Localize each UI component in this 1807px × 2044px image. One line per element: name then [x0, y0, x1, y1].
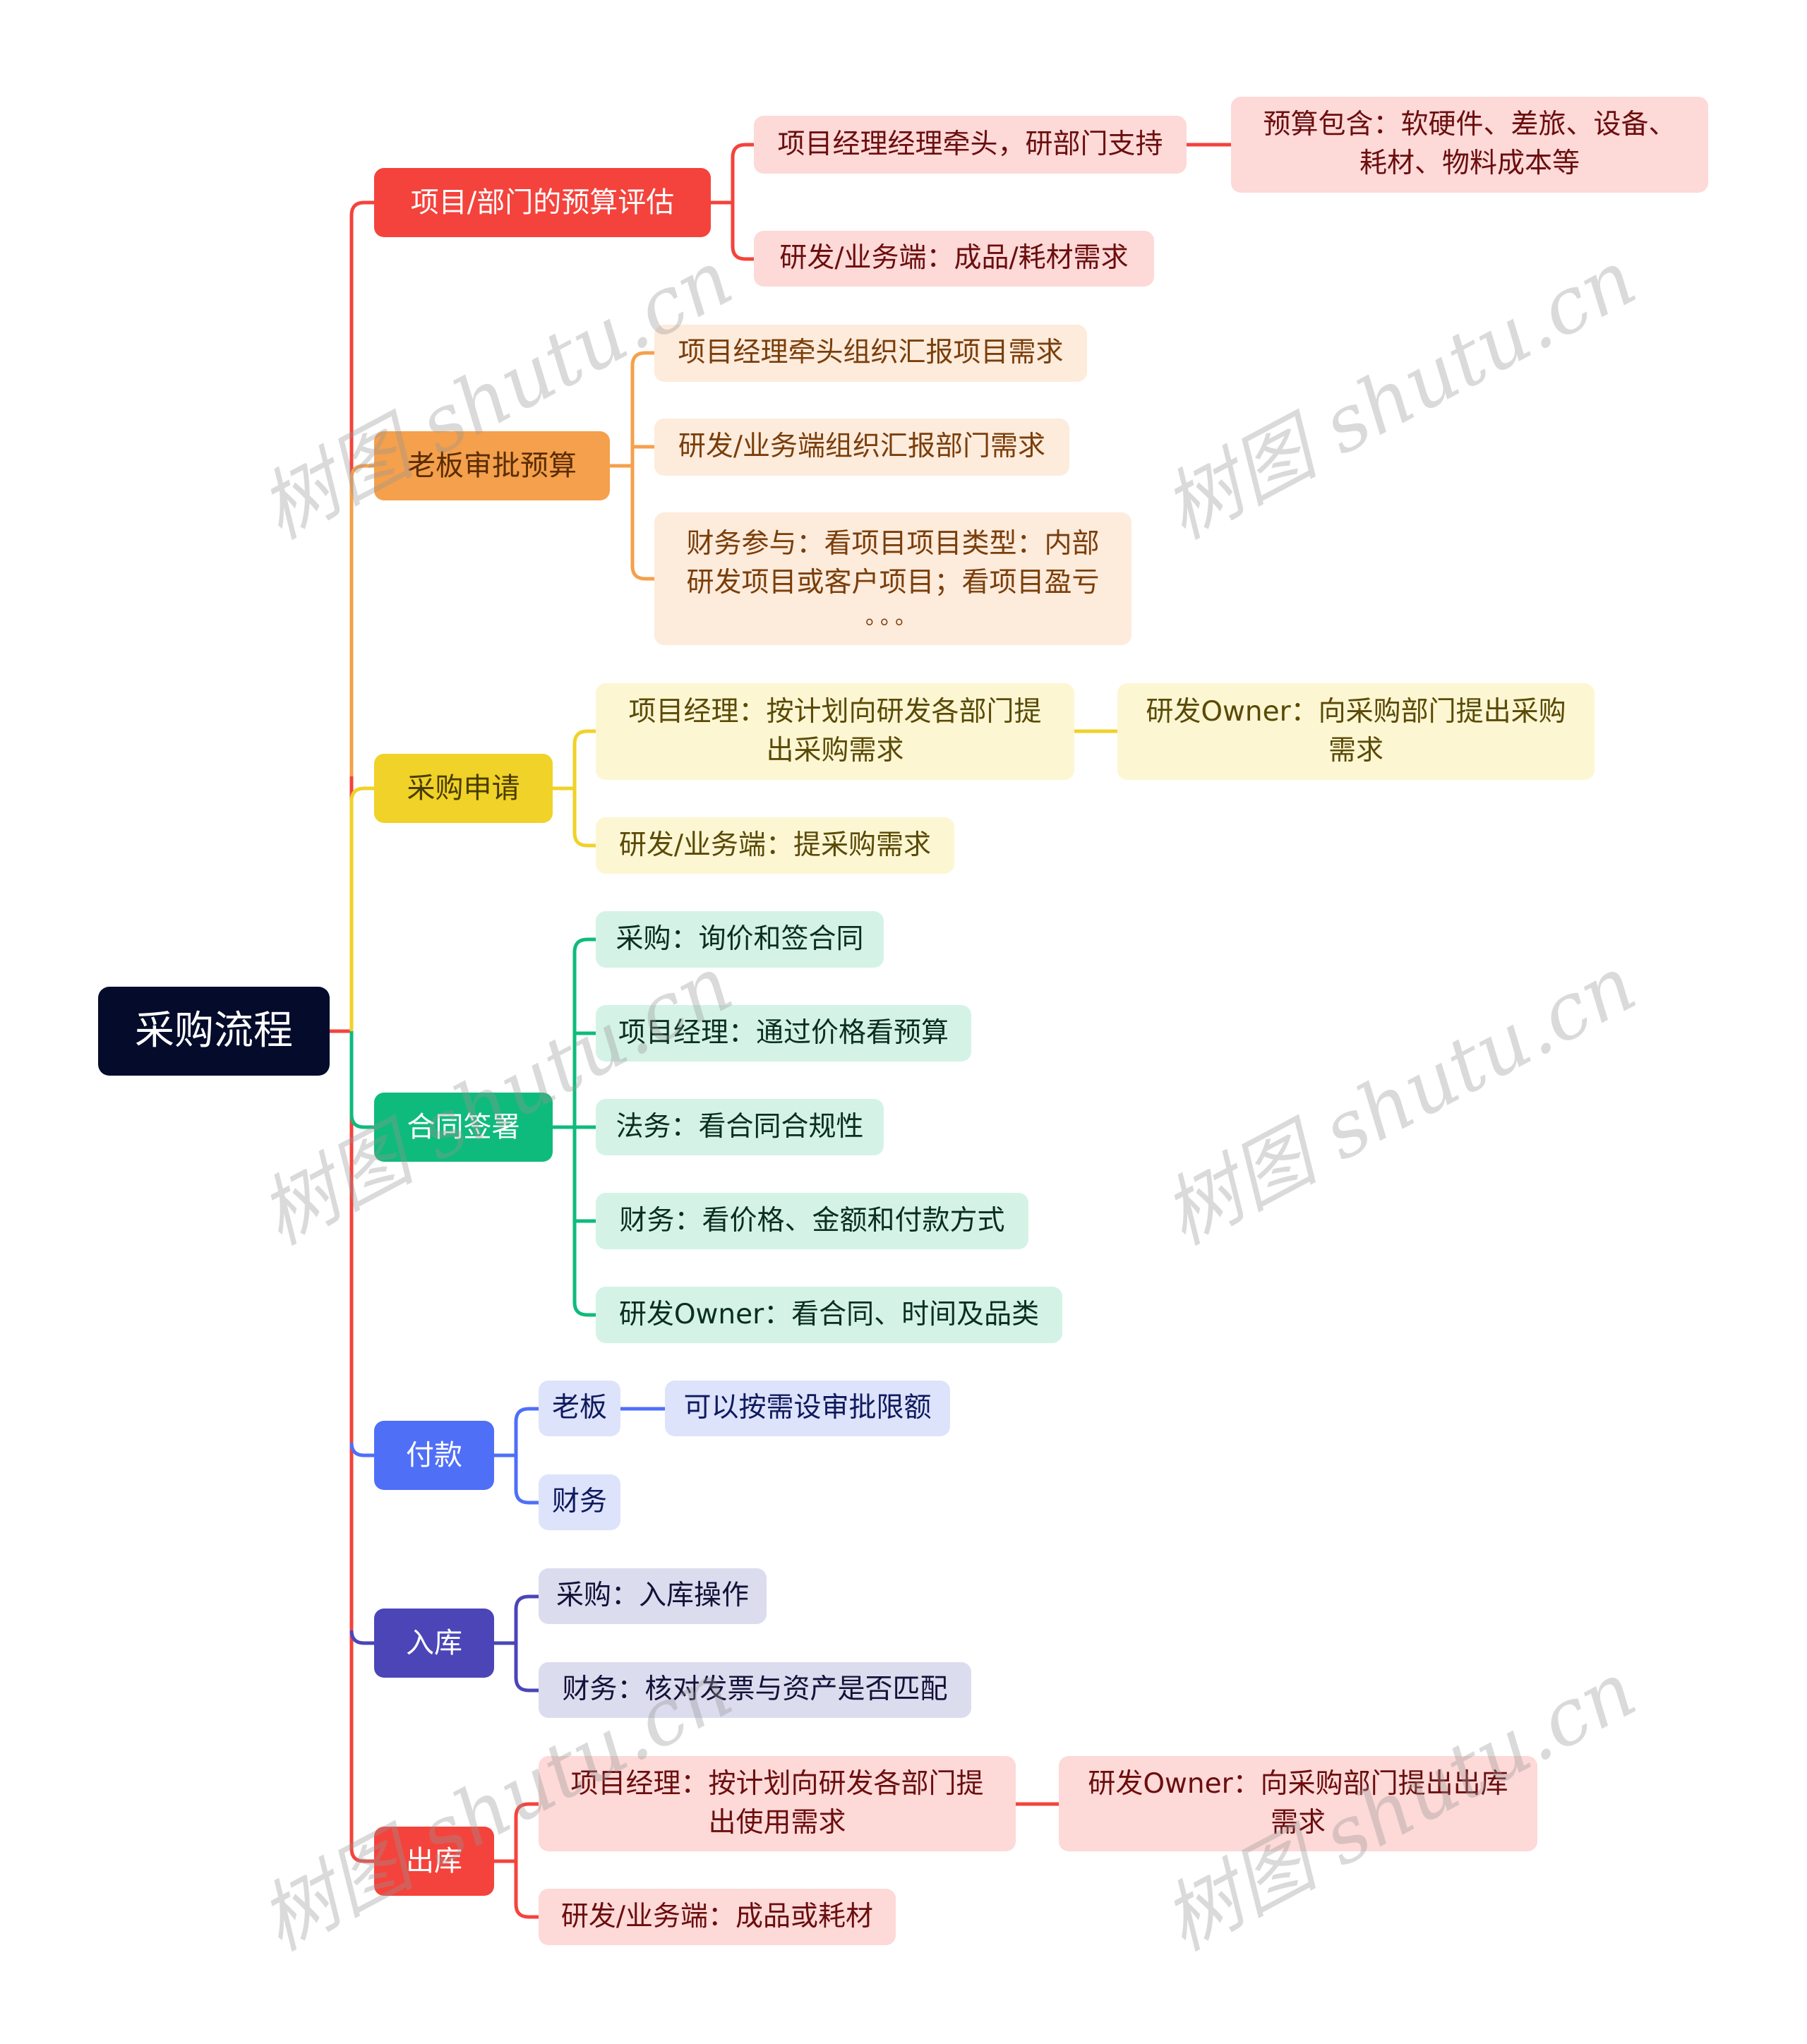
leaf-warehouse-operation[interactable]: 采购：入库操作: [539, 1568, 767, 1624]
leaf-label: 财务：核对发票与资产是否匹配: [562, 1673, 948, 1706]
leaf-label: 法务：看合同合规性: [616, 1110, 864, 1143]
leaf-label: 项目经理经理牵头，研部门支持: [777, 128, 1163, 160]
leaf-label-line: 耗材、物料成本等: [1359, 148, 1580, 179]
branch-label: 项目/部门的预算评估: [410, 186, 675, 219]
leaf-rd-goods[interactable]: 研发/业务端：成品或耗材: [539, 1889, 896, 1945]
branch-label: 老板审批预算: [407, 450, 577, 482]
leaf-label-line: 财务参与：看项目项目类型：内部: [686, 528, 1100, 560]
branch-warehouse-in[interactable]: 入库: [374, 1609, 494, 1678]
root-node[interactable]: 采购流程: [98, 987, 330, 1076]
leaf-label-line: 研发Owner：向采购部门提出出库: [1088, 1767, 1508, 1800]
leaf-finance[interactable]: 财务: [539, 1474, 620, 1530]
leaf-label: 研发/业务端：成品或耗材: [560, 1900, 874, 1932]
leaf-approval-limit[interactable]: 可以按需设审批限额: [665, 1381, 950, 1436]
leaf-label: 财务：看价格、金额和付款方式: [619, 1204, 1005, 1237]
leaf-legal-compliance[interactable]: 法务：看合同合规性: [596, 1099, 884, 1155]
leaf-label-line: 预算包含：软硬件、差旅、设备、: [1263, 109, 1676, 141]
branch-purchase-request[interactable]: 采购申请: [374, 754, 553, 823]
branch-contract-signing[interactable]: 合同签署: [374, 1093, 553, 1162]
root-label: 采购流程: [135, 1007, 293, 1054]
leaf-boss[interactable]: 老板: [539, 1381, 620, 1436]
leaf-label-line: 项目经理：按计划向研发各部门提: [570, 1767, 984, 1800]
leaf-label-line: 需求: [1270, 1806, 1326, 1839]
leaf-label-line: 出采购需求: [766, 734, 904, 766]
branch-label: 合同签署: [407, 1111, 520, 1143]
leaf-label: 财务: [551, 1486, 607, 1518]
leaf-label-line: 研发Owner：向采购部门提出采购: [1146, 695, 1566, 728]
leaf-rd-raise-purchase[interactable]: 研发/业务端：提采购需求: [596, 817, 954, 874]
branch-label: 采购申请: [407, 772, 520, 805]
leaf-finance-price[interactable]: 财务：看价格、金额和付款方式: [596, 1193, 1028, 1249]
leaf-pm-lead[interactable]: 项目经理经理牵头，研部门支持: [754, 116, 1187, 174]
leaf-pm-plan-purchase[interactable]: 项目经理：按计划向研发各部门提 出采购需求: [596, 683, 1074, 780]
leaf-pm-report[interactable]: 项目经理牵头组织汇报项目需求: [654, 325, 1087, 382]
branch-warehouse-out[interactable]: 出库: [374, 1827, 494, 1896]
leaf-label: 采购：入库操作: [556, 1580, 749, 1612]
leaf-rd-report[interactable]: 研发/业务端组织汇报部门需求: [654, 419, 1069, 476]
leaf-rd-owner-contract[interactable]: 研发Owner：看合同、时间及品类: [596, 1287, 1062, 1343]
branch-label: 付款: [406, 1439, 462, 1472]
leaf-label: 项目经理：通过价格看预算: [618, 1016, 949, 1049]
leaf-purchase-inquiry[interactable]: 采购：询价和签合同: [596, 911, 884, 968]
leaf-label: 研发/业务端：成品/耗材需求: [779, 242, 1129, 275]
leaf-label: 研发Owner：看合同、时间及品类: [618, 1298, 1040, 1330]
leaf-rd-products[interactable]: 研发/业务端：成品/耗材需求: [754, 231, 1154, 287]
branch-label: 出库: [406, 1845, 462, 1877]
leaf-label-line: 项目经理：按计划向研发各部门提: [628, 695, 1042, 728]
leaf-rd-owner-purchase[interactable]: 研发Owner：向采购部门提出采购 需求: [1117, 683, 1595, 780]
leaf-finance-participation[interactable]: 财务参与：看项目项目类型：内部 研发项目或客户项目；看项目盈亏 。。。: [654, 512, 1131, 645]
leaf-label: 老板: [551, 1392, 607, 1424]
branch-payment[interactable]: 付款: [374, 1421, 494, 1490]
leaf-pm-usage[interactable]: 项目经理：按计划向研发各部门提 出使用需求: [539, 1756, 1016, 1851]
branch-boss-approval[interactable]: 老板审批预算: [374, 431, 610, 500]
leaf-label-line: 。。。: [865, 604, 920, 630]
leaf-rd-owner-outbound[interactable]: 研发Owner：向采购部门提出出库 需求: [1059, 1756, 1537, 1851]
leaf-budget-includes[interactable]: 预算包含：软硬件、差旅、设备、 耗材、物料成本等: [1231, 97, 1708, 193]
branch-label: 入库: [406, 1627, 462, 1659]
leaf-label: 采购：询价和签合同: [616, 922, 864, 955]
leaf-label: 研发/业务端：提采购需求: [618, 829, 932, 861]
leaf-pm-price-budget[interactable]: 项目经理：通过价格看预算: [596, 1005, 971, 1062]
branch-budget-evaluation[interactable]: 项目/部门的预算评估: [374, 168, 711, 237]
leaf-invoice-check[interactable]: 财务：核对发票与资产是否匹配: [539, 1662, 971, 1718]
leaf-label: 项目经理牵头组织汇报项目需求: [678, 337, 1064, 369]
leaf-label: 可以按需设审批限额: [683, 1392, 932, 1424]
leaf-label-line: 需求: [1328, 734, 1383, 766]
leaf-label-line: 出使用需求: [708, 1806, 846, 1839]
leaf-label-line: 研发项目或客户项目；看项目盈亏: [686, 567, 1100, 599]
leaf-label: 研发/业务端组织汇报部门需求: [678, 431, 1046, 463]
